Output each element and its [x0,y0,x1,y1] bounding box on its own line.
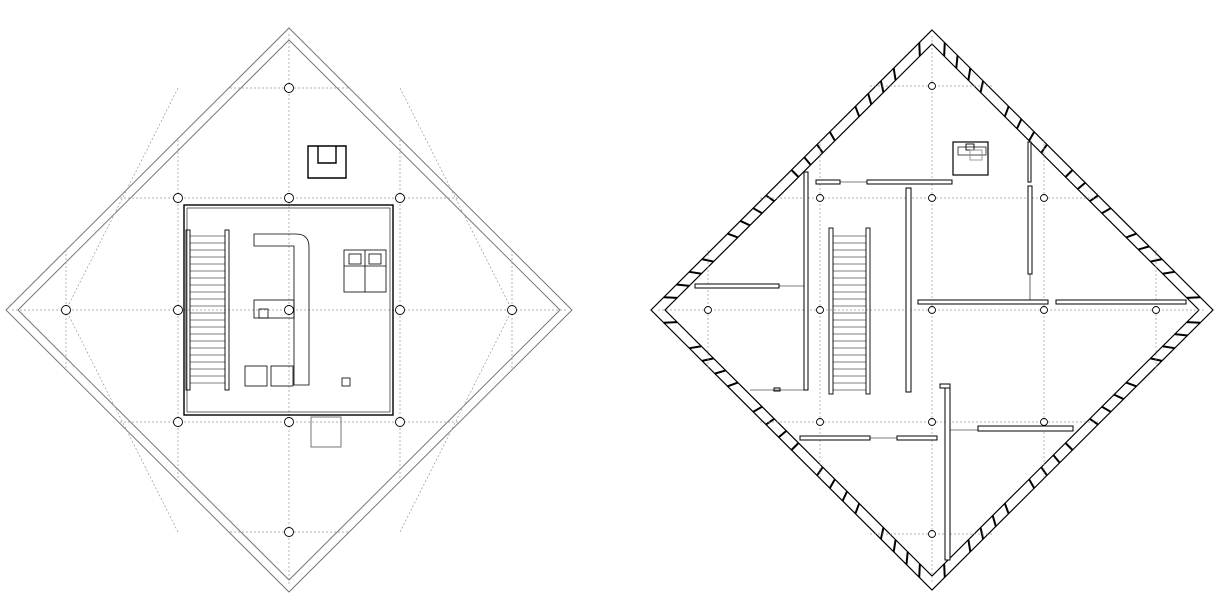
wall-hatch-tick [739,220,751,227]
plan-left-chimney [307,145,347,179]
wall-hatch-tick [816,466,824,477]
wall-hatch-tick [854,106,861,117]
plan-left-columns [61,83,517,537]
wall-hatch-tick [979,527,985,540]
plan-right [650,29,1214,591]
wall-hatch-tick [918,563,921,578]
wall-hatch-tick [790,169,800,178]
wall-hatch-tick [1064,169,1074,178]
wall-hatch-tick [765,417,775,426]
wall-hatch-tick [663,321,678,324]
wall-hatch-tick [752,405,763,413]
wall-hatch-tick [991,515,997,527]
wall-hatch-tick [828,478,836,489]
wall-hatch-tick [1003,106,1010,117]
wall-hatch-tick [1174,333,1188,337]
wall-hatch-tick [714,369,726,375]
wall-hatch-tick [765,194,775,203]
wall-hatch-tick [1186,321,1201,324]
wall-hatch-tick [1101,207,1112,215]
plan-left-entry-pad [310,416,342,448]
plan-right-columns [704,82,1160,538]
wall-hatch-tick [1016,118,1023,130]
wall-hatch-tick [1040,466,1048,477]
wall-hatch-tick [689,270,702,275]
wall-hatch-tick [955,55,959,69]
wall-hatch-tick [841,490,848,502]
wall-hatch-tick [854,503,861,514]
plan-left-stair [185,229,230,391]
wall-hatch-tick [803,156,812,166]
wall-hatch-tick [1003,503,1010,514]
wall-hatch-tick [1076,181,1086,190]
wall-hatch-tick [905,551,909,565]
wall-hatch-tick [918,42,921,57]
plan-right-partitions [694,141,1187,561]
wall-hatch-tick [778,430,788,439]
plan-right-wall-hatching [663,42,1201,578]
plan-right-chimney [952,141,989,176]
wall-hatch-tick [752,207,763,215]
plan-left-counter [253,233,310,386]
wall-hatch-tick [790,442,800,451]
wall-hatch-tick [701,258,714,263]
wall-hatch-tick [1186,296,1201,299]
wall-hatch-tick [663,296,678,299]
wall-hatch-tick [892,539,897,552]
plan-left-fixtures [244,249,387,387]
wall-hatch-tick [1138,245,1150,251]
wall-hatch-tick [676,283,690,287]
wall-hatch-tick [1052,454,1061,464]
wall-hatch-tick [979,80,985,93]
wall-hatch-tick [1028,478,1036,489]
wall-hatch-tick [943,563,946,578]
wall-hatch-tick [1113,393,1125,400]
wall-hatch-tick [689,345,702,350]
wall-hatch-tick [1150,258,1163,263]
wall-hatch-tick [1125,232,1137,239]
wall-hatch-tick [828,131,836,142]
wall-hatch-tick [967,539,972,552]
plan-left [5,27,573,593]
wall-hatch-tick [727,232,739,239]
wall-hatch-tick [879,527,885,540]
wall-hatch-tick [943,42,946,57]
wall-hatch-tick [879,80,885,93]
wall-hatch-tick [1162,345,1175,350]
plan-left-core [183,204,394,416]
wall-hatch-tick [1101,405,1112,413]
plan-right-stair [828,227,871,395]
wall-hatch-tick [727,381,739,388]
wall-hatch-tick [1028,131,1036,142]
wall-hatch-tick [967,68,972,81]
wall-hatch-tick [1064,442,1074,451]
plan-right-thin-lines [750,181,1031,439]
wall-hatch-tick [867,93,873,105]
wall-hatch-tick [892,68,897,81]
wall-hatch-tick [1162,270,1175,275]
wall-hatch-tick [1125,381,1137,388]
